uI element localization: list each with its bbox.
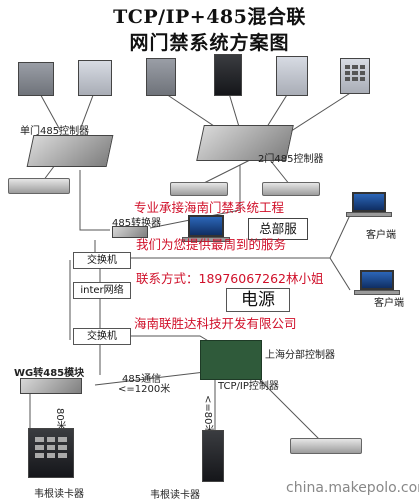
card-reader-icon: [78, 60, 112, 96]
card-reader-icon: [146, 58, 176, 96]
ad-company: 海南联胜达科技开发有限公司: [134, 316, 297, 331]
client-label: 客户端: [374, 298, 404, 309]
diagram-title-line2: 网门禁系统方案图: [129, 32, 290, 54]
laptop-icon: [352, 192, 386, 212]
electric-lock-icon: [8, 178, 70, 194]
ad-line-1: 专业承接海南门禁系统工程: [134, 200, 285, 215]
single-door-controller-label: 单门485控制器: [20, 126, 90, 137]
wg-module-label: WG转485模块: [14, 368, 85, 379]
switch-box: 交换机: [73, 328, 131, 345]
controller-box-icon: [26, 135, 114, 167]
distance-80-label: <=80米: [202, 395, 213, 435]
comm-485-distance-label: <=1200米: [118, 384, 171, 395]
emergency-server-box: 总部服: [248, 218, 308, 240]
diagram-title-line1: TCP/IP+485混合联: [113, 6, 306, 28]
wiegand-reader-label: 韦根读卡器: [34, 489, 84, 500]
circuit-board-icon: [200, 340, 262, 380]
switch-box: 交换机: [73, 252, 131, 269]
converter-485-icon: [112, 226, 148, 238]
power-box: 电源: [226, 288, 290, 312]
wiegand-reader-label: 韦根读卡器: [150, 490, 200, 501]
ad-line-2: 我们为您提供最周到的服务: [136, 237, 287, 252]
inter-network-box: inter网络: [73, 282, 131, 299]
ad-contact: 联系方式：18976067262林小姐: [136, 271, 324, 286]
laptop-base: [346, 212, 392, 217]
laptop-icon: [188, 215, 224, 237]
client-label: 客户端: [366, 230, 396, 241]
laptop-base: [354, 290, 400, 295]
watermark: china.makepolo.com: [286, 480, 419, 496]
keypad-reader-icon: [28, 428, 74, 478]
card-reader-icon: [18, 62, 54, 96]
shanghai-controller-label: 上海分部控制器: [265, 350, 335, 361]
keypad-reader-icon: [340, 58, 370, 94]
comm-485-label: 485通信: [122, 374, 162, 385]
wg-module-icon: [20, 378, 82, 394]
electric-lock-icon: [170, 182, 228, 196]
laptop-base: [182, 237, 230, 242]
laptop-icon: [360, 270, 394, 290]
card-reader-icon: [276, 56, 308, 96]
two-door-controller-label: 2门485控制器: [258, 154, 324, 165]
tcpip-controller-label: TCP/IP控制器: [218, 381, 279, 392]
card-reader-icon: [202, 430, 224, 482]
distance-80-label: 80米: [54, 408, 65, 431]
electric-lock-icon: [290, 438, 362, 454]
converter-485-label: 485转换器: [112, 218, 162, 229]
card-reader-icon: [214, 54, 242, 96]
electric-lock-icon: [262, 182, 320, 196]
